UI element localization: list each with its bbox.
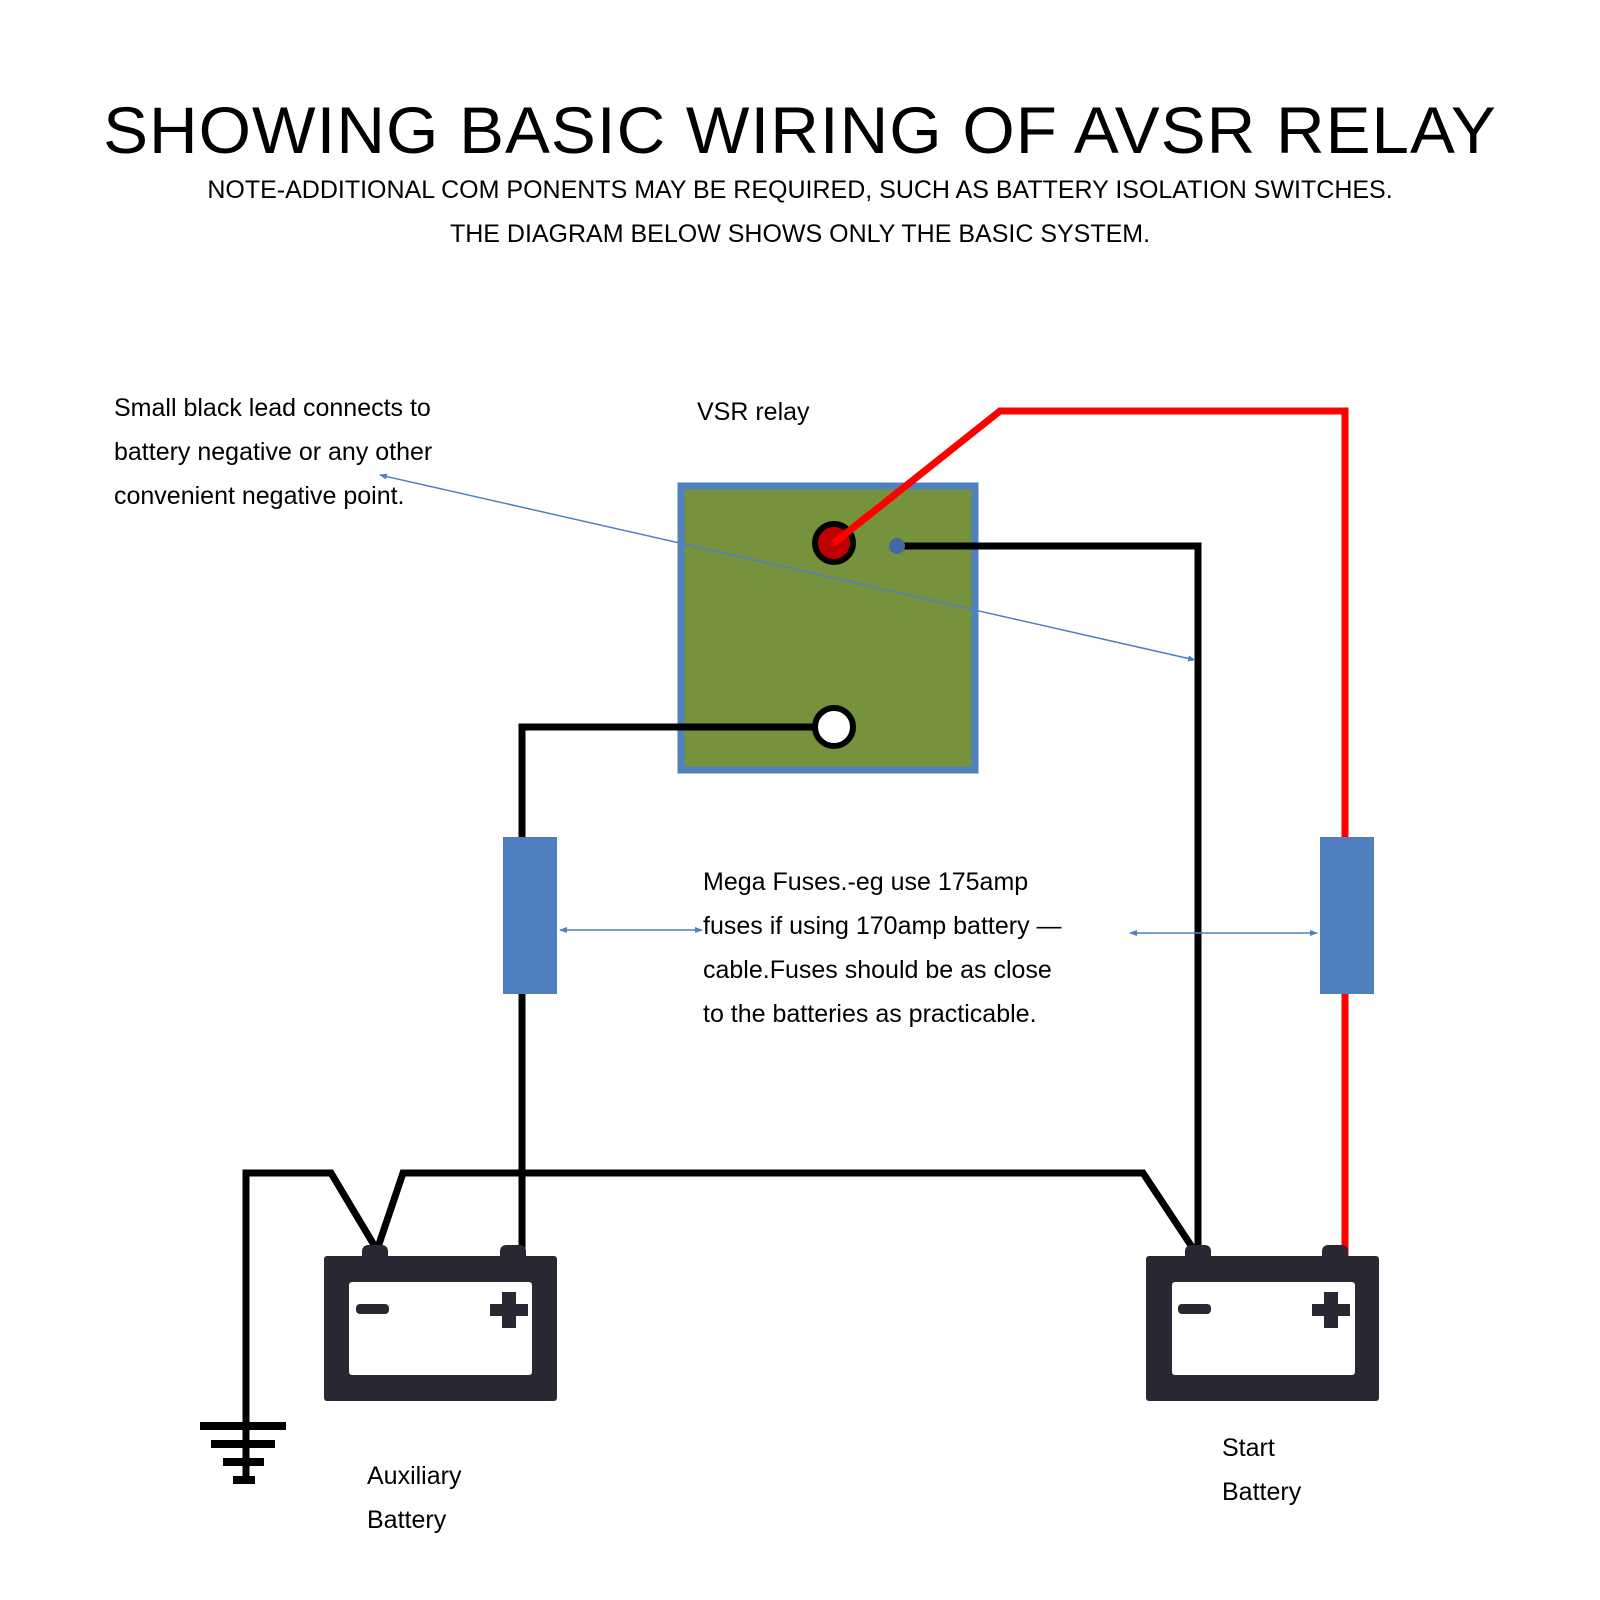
mega-fuse-start — [1320, 837, 1374, 994]
ground-icon — [200, 1422, 286, 1484]
minus-icon — [356, 1304, 389, 1314]
mega-fuses-annotation: Mega Fuses.-eg use 175amp fuses if using… — [703, 868, 1062, 1028]
plus-icon — [490, 1292, 528, 1328]
minus-icon — [1178, 1304, 1211, 1314]
auxiliary-battery-icon — [324, 1245, 557, 1401]
plus-icon — [1312, 1292, 1350, 1328]
auxiliary-battery-label: Auxiliary Battery — [367, 1462, 462, 1534]
note-line-2: THE DIAGRAM BELOW SHOWS ONLY THE BASIC S… — [449, 220, 1151, 248]
small-lead-annotation: Small black lead connects to battery neg… — [114, 394, 433, 510]
vsr-relay-label: VSR relay — [697, 398, 810, 426]
relay-aux-terminal — [812, 705, 856, 749]
mega-fuse-aux — [503, 837, 557, 994]
start-battery-label: Start Battery — [1222, 1434, 1302, 1506]
relay-sense-terminal — [889, 538, 905, 554]
note-line-1: NOTE-ADDITIONAL COM PONENTS MAY BE REQUI… — [207, 176, 1393, 204]
aux-positive-wire — [518, 723, 832, 1256]
start-battery-icon — [1146, 1245, 1379, 1401]
diagram-title: SHOWING BASIC WIRING OF AVSR RELAY — [103, 93, 1497, 167]
small-lead-leader-line — [379, 473, 1196, 662]
